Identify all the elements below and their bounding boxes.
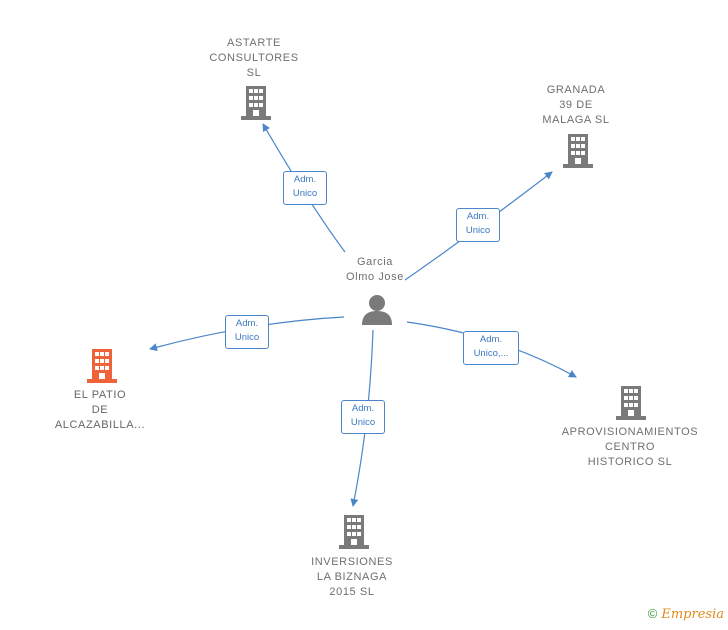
node-label-elpatio[interactable]: EL PATIO DE ALCAZABILLA... bbox=[54, 389, 146, 431]
brand-logo-text: Empresia bbox=[661, 607, 724, 622]
copyright-brand: ©Empresia bbox=[648, 606, 724, 622]
edge-label-aprov: Adm. Unico,... bbox=[463, 331, 519, 365]
node-label-astarte[interactable]: ASTARTE CONSULTORES SL bbox=[209, 37, 299, 79]
building-icon[interactable] bbox=[339, 515, 369, 549]
building-icon[interactable] bbox=[563, 134, 593, 168]
building-icon-highlight[interactable] bbox=[87, 349, 117, 383]
node-label-granada[interactable]: GRANADA 39 DE MALAGA SL bbox=[542, 84, 610, 126]
center-person-label: Garcia Olmo Jose bbox=[346, 256, 404, 283]
edge-label-elpatio: Adm. Unico bbox=[225, 315, 269, 349]
copyright-icon: © bbox=[647, 606, 658, 621]
edge-label-astarte: Adm. Unico bbox=[283, 171, 327, 205]
node-label-aprov[interactable]: APROVISIONAMIENTOS CENTRO HISTORICO SL bbox=[561, 426, 699, 468]
edge-label-granada: Adm. Unico bbox=[456, 208, 500, 242]
node-label-inversiones[interactable]: INVERSIONES LA BIZNAGA 2015 SL bbox=[311, 556, 393, 598]
person-icon[interactable] bbox=[360, 294, 394, 326]
edge-label-inversiones: Adm. Unico bbox=[341, 400, 385, 434]
building-icon[interactable] bbox=[616, 386, 646, 420]
building-icon[interactable] bbox=[241, 86, 271, 120]
